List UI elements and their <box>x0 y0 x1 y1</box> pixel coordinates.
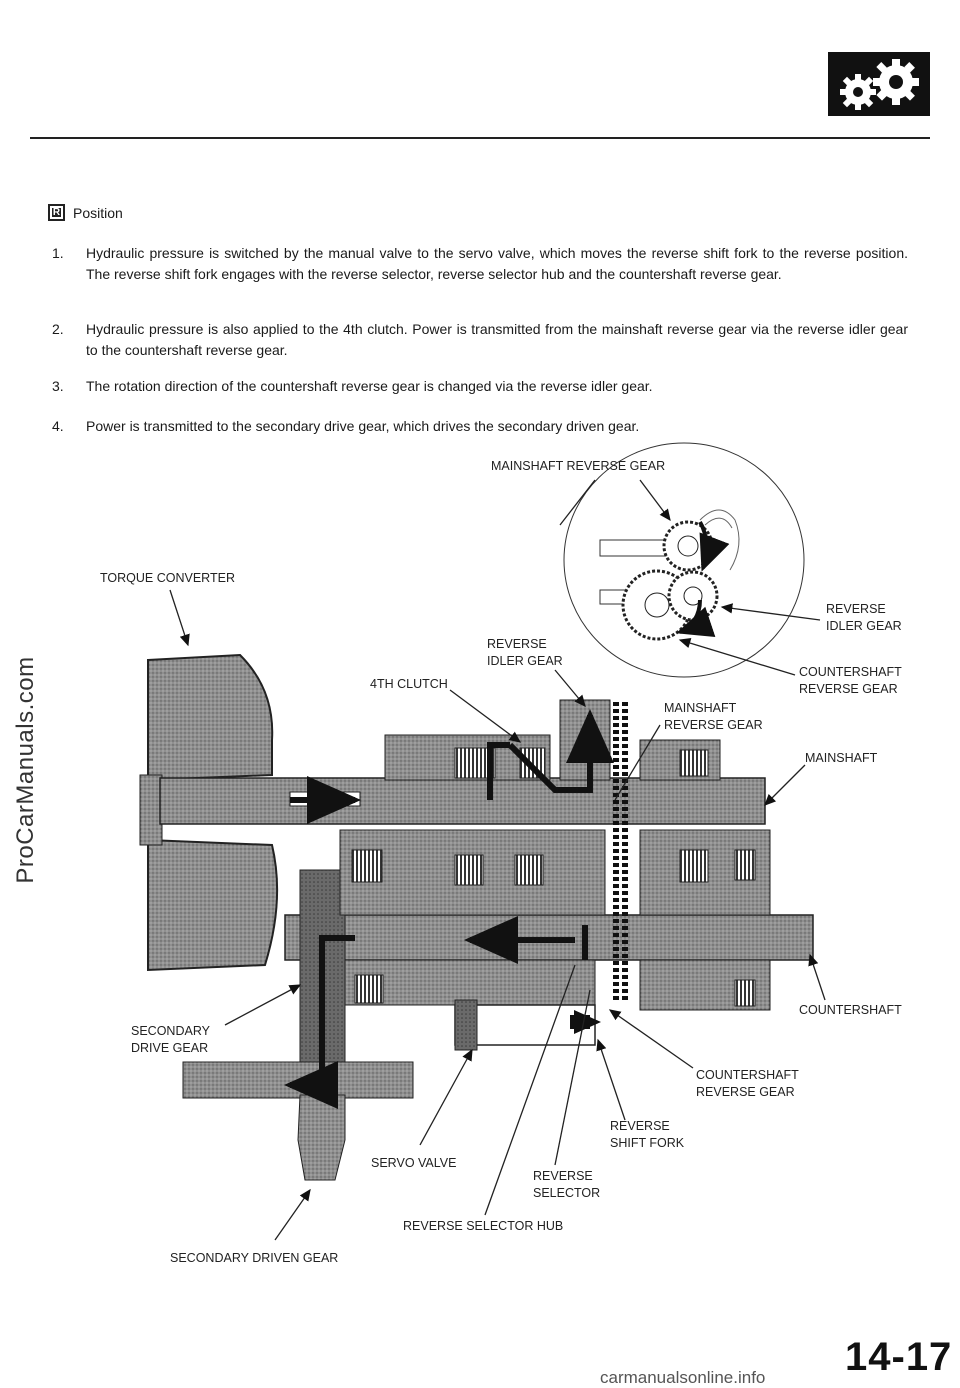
label-mainshaft: MAINSHAFT <box>805 751 878 765</box>
label-secondary-drive-gear: DRIVE GEAR <box>131 1041 208 1055</box>
label-reverse-selector-hub: REVERSE SELECTOR HUB <box>403 1219 563 1233</box>
gear-inset-circle <box>563 442 805 678</box>
step-item: 3.The rotation direction of the counters… <box>52 378 653 394</box>
label-reverse-idler-gear-right: REVERSE <box>826 602 886 616</box>
label-countershaft-reverse-gear-low: COUNTERSHAFT <box>696 1068 799 1082</box>
label-torque-converter: TORQUE CONVERTER <box>100 571 235 585</box>
label-reverse-idler-gear-mid: IDLER GEAR <box>487 654 563 668</box>
label-countershaft-reverse-gear-low: REVERSE GEAR <box>696 1085 795 1099</box>
label-reverse-shift-fork: REVERSE <box>610 1119 670 1133</box>
label-reverse-idler-gear-right: IDLER GEAR <box>826 619 902 633</box>
label-reverse-idler-gear-mid: REVERSE <box>487 637 547 651</box>
section-title: Position <box>73 204 123 221</box>
label-4th-clutch: 4TH CLUTCH <box>370 677 448 691</box>
label-countershaft-reverse-gear-right: COUNTERSHAFT <box>799 665 902 679</box>
label-countershaft: COUNTERSHAFT <box>799 1003 902 1017</box>
page-number: 14-17 <box>845 1335 953 1379</box>
reverse-idler-gear-icon <box>667 570 719 622</box>
header-rule <box>30 137 930 139</box>
step-item: 1.Hydraulic pressure is switched by the … <box>52 245 908 282</box>
gears-icon <box>840 59 919 110</box>
gears-logo <box>828 52 930 116</box>
step-item: 2.Hydraulic pressure is also applied to … <box>52 321 908 358</box>
label-mainshaft-reverse-gear-mid: REVERSE GEAR <box>664 718 763 732</box>
label-countershaft-reverse-gear-right: REVERSE GEAR <box>799 682 898 696</box>
label-reverse-selector: SELECTOR <box>533 1186 600 1200</box>
label-secondary-drive-gear: SECONDARY <box>131 1024 211 1038</box>
label-mainshaft-reverse-gear-mid: MAINSHAFT <box>664 701 737 715</box>
footer-watermark: carmanualsonline.info <box>600 1368 766 1387</box>
label-reverse-shift-fork: SHIFT FORK <box>610 1136 685 1150</box>
section-heading: R Position <box>48 204 123 221</box>
label-reverse-selector: REVERSE <box>533 1169 593 1183</box>
label-mainshaft-reverse-gear-top: MAINSHAFT REVERSE GEAR <box>491 459 665 473</box>
step-item: 4.Power is transmitted to the secondary … <box>52 418 640 434</box>
label-servo-valve: SERVO VALVE <box>371 1156 456 1170</box>
reverse-badge-icon: R <box>48 204 65 221</box>
label-secondary-driven-gear: SECONDARY DRIVEN GEAR <box>170 1251 338 1265</box>
